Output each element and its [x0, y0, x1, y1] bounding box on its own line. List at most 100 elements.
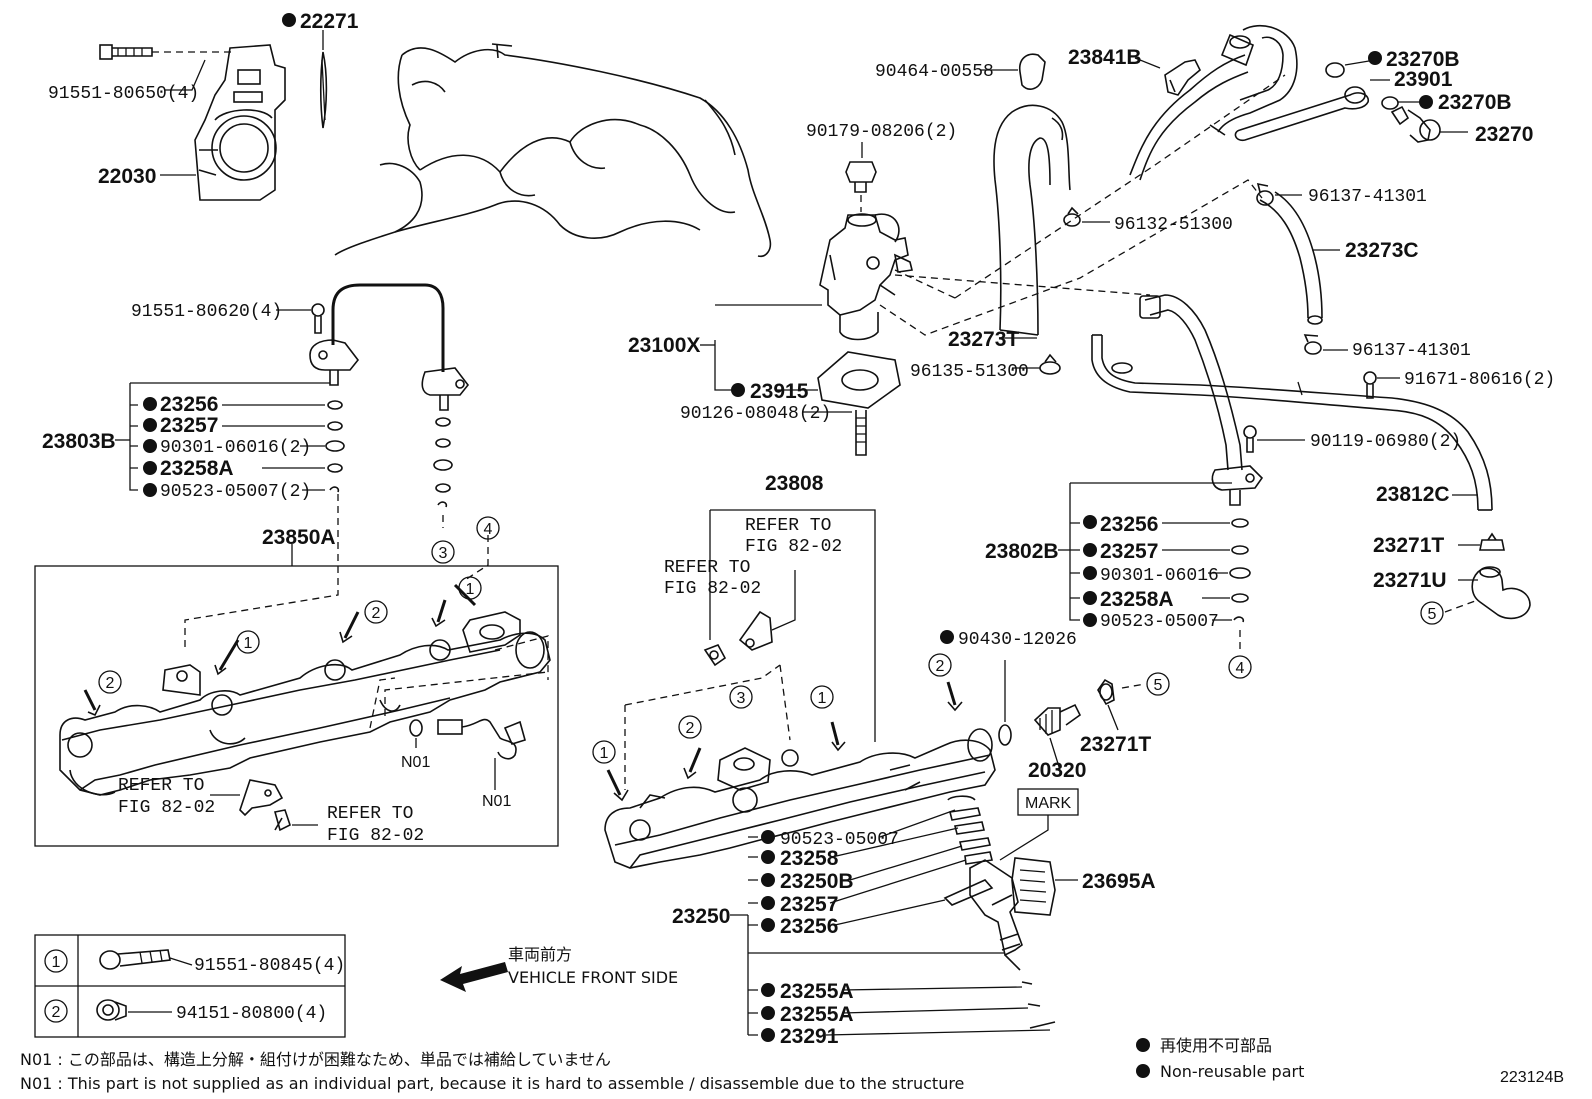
bolt-91551-80650[interactable] — [99, 44, 153, 60]
gasket-22271[interactable] — [319, 51, 328, 129]
label-23841B: 23841B — [1068, 46, 1142, 69]
clamp-96137-41301-top[interactable] — [1256, 182, 1274, 206]
clamp-23271T-right[interactable] — [1479, 532, 1505, 551]
o-ring-90430-12026[interactable] — [998, 724, 1012, 746]
label-23850A: 23850A — [262, 526, 336, 549]
fig-label-4: FIG 82-02 — [664, 579, 761, 599]
note-n01-en: N01 : This part is not supplied as an in… — [20, 1074, 964, 1093]
label-23100X: 23100X — [628, 334, 700, 357]
label-23270B-top: 23270B — [1386, 48, 1460, 71]
stud-90126-08048[interactable] — [855, 410, 867, 456]
nut-90179-08206[interactable] — [845, 161, 877, 193]
label-91551-80845: 91551-80845(4) — [194, 956, 345, 976]
fuel-pipe-23803B[interactable] — [309, 283, 470, 411]
n01-label-b: N01 — [482, 793, 511, 810]
svg-text:3: 3 — [737, 690, 746, 707]
washer-23270B-top[interactable] — [1325, 62, 1345, 78]
clip-90464-00558[interactable] — [1018, 53, 1046, 90]
fuel-pipe-23812C[interactable] — [1091, 334, 1493, 511]
bolt-91671-80616[interactable] — [1363, 371, 1377, 399]
svg-text:2: 2 — [372, 605, 381, 622]
fig-label-1: FIG 82-02 — [118, 798, 215, 818]
vehicle-front-en: VEHICLE FRONT SIDE — [508, 968, 678, 987]
bolt-90119-06980[interactable] — [1243, 425, 1257, 453]
label-23258: 23258 — [780, 847, 839, 870]
hose-23841B-assembly[interactable] — [1129, 24, 1298, 181]
union-bolt-23270[interactable] — [1390, 105, 1441, 143]
clamp-96132-51300[interactable] — [1063, 206, 1081, 227]
hose-23271U[interactable] — [1471, 566, 1531, 620]
label-90523a: 90523-05007(2) — [160, 482, 311, 502]
label-23901: 23901 — [1394, 68, 1453, 91]
label-94151-80800: 94151-80800(4) — [176, 1004, 327, 1024]
vehicle-front-jp: 車両前方 — [508, 945, 572, 964]
bracket-23841B[interactable] — [1164, 59, 1201, 96]
bracket-centre-refer[interactable] — [738, 610, 773, 651]
gasket-23915[interactable] — [817, 351, 901, 409]
callout-numbers: 3 4 1 2 1 2 1 2 3 1 2 5 4 5 1 2 — [52, 521, 1437, 1021]
label-22030: 22030 — [98, 165, 156, 188]
svg-text:3: 3 — [439, 545, 448, 562]
spacer-23695A[interactable] — [1011, 857, 1056, 916]
label-91551-80650: 91551-80650(4) — [48, 84, 199, 104]
legend-table — [34, 934, 346, 1038]
mark-label: MARK — [1025, 795, 1072, 812]
washer-23270B-bottom[interactable] — [1381, 96, 1399, 110]
label-20320: 20320 — [1028, 759, 1086, 782]
bracket-left[interactable] — [239, 779, 284, 817]
fuel-rail-centre[interactable] — [604, 728, 996, 869]
svg-text:2: 2 — [106, 675, 115, 692]
label-23256c: 23256 — [780, 915, 838, 938]
label-90179-08206: 90179-08206(2) — [806, 122, 957, 142]
fuel-rail-left[interactable] — [59, 611, 551, 796]
nut-94151-80800[interactable] — [96, 999, 127, 1021]
fuel-injector-23250[interactable] — [943, 859, 1023, 971]
svg-text:5: 5 — [1154, 677, 1163, 694]
refer-label-3: REFER TO — [745, 516, 831, 536]
bolt-91551-80620[interactable] — [311, 303, 325, 334]
label-23273C: 23273C — [1345, 239, 1419, 262]
throttle-body-22030[interactable] — [194, 44, 286, 201]
quick-connector-20320[interactable] — [1033, 703, 1082, 736]
hose-23273T[interactable] — [993, 104, 1071, 336]
clamp-96137-41301-bottom[interactable] — [1303, 334, 1322, 355]
label-90126-08048: 90126-08048(2) — [680, 404, 831, 424]
svg-text:1: 1 — [466, 581, 475, 598]
fuel-pipe-23802B[interactable] — [1139, 294, 1264, 506]
svg-text:2: 2 — [936, 658, 945, 675]
label-96137-41301-bottom: 96137-41301 — [1352, 341, 1471, 361]
label-96132-51300: 96132-51300 — [1114, 215, 1233, 235]
fuel-pump-23100X[interactable] — [819, 213, 913, 341]
label-23258Aa: 23258A — [160, 457, 234, 480]
svg-text:1: 1 — [818, 690, 827, 707]
hose-23273C[interactable] — [1259, 191, 1323, 325]
label-23250B: 23250B — [780, 870, 854, 893]
label-23257c: 23257 — [780, 893, 838, 916]
pipe-23901[interactable] — [1234, 86, 1370, 142]
seal-stack-right — [1229, 518, 1251, 623]
bolt-91551-80845[interactable] — [99, 949, 171, 970]
label-23257a: 23257 — [160, 414, 218, 437]
label-23273T: 23273T — [948, 328, 1019, 351]
label-22271: 22271 — [300, 10, 359, 33]
bolt-left-refer[interactable] — [273, 809, 291, 832]
label-23255A-a: 23255A — [780, 980, 854, 1003]
label-23271T-centre: 23271T — [1080, 733, 1151, 756]
label-23256a: 23256 — [160, 393, 218, 416]
label-23812C: 23812C — [1376, 483, 1450, 506]
label-90523c: 90523-05007 — [780, 830, 899, 850]
refer-label-2: REFER TO — [327, 804, 413, 824]
non-reusable-dot-icon-en — [1136, 1064, 1150, 1078]
label-23808: 23808 — [765, 472, 824, 495]
figure-id: 223124B — [1500, 1069, 1564, 1086]
label-23802B: 23802B — [985, 540, 1059, 563]
label-91551-80620: 91551-80620(4) — [131, 302, 282, 322]
bolt-centre-refer[interactable] — [703, 644, 727, 667]
clamp-96135-51300[interactable] — [1039, 353, 1061, 375]
clip-23271T-centre[interactable] — [1097, 678, 1115, 706]
legend-en: Non-reusable part — [1160, 1062, 1304, 1081]
callout-arrows-centre — [606, 681, 963, 802]
label-23256b: 23256 — [1100, 513, 1158, 536]
refer-label-4: REFER TO — [664, 558, 750, 578]
